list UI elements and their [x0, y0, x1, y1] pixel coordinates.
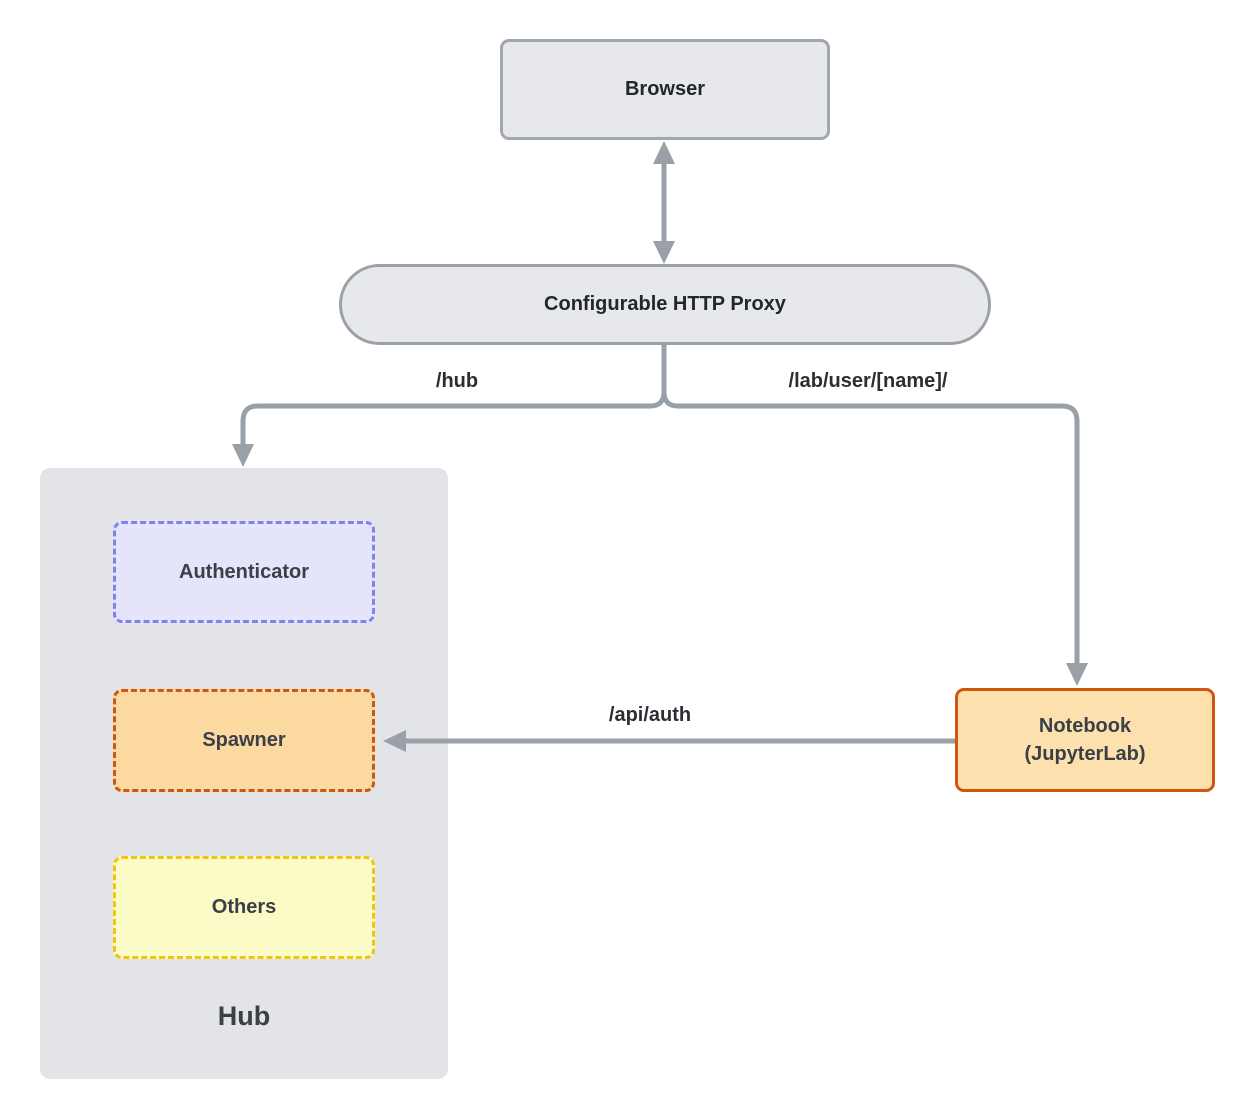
node-configurable-http-proxy: Configurable HTTP Proxy: [339, 264, 991, 345]
node-browser: Browser: [500, 39, 830, 140]
edge-label-hub-path: /hub: [435, 370, 479, 392]
hub-container-label: Hub: [217, 1001, 271, 1031]
edge-proxy-hub: [240, 345, 667, 446]
arrowhead-down-notebook: [1066, 663, 1088, 686]
node-authenticator: Authenticator: [113, 521, 375, 623]
spawner-label: Spawner: [202, 729, 286, 751]
authenticator-label: Authenticator: [179, 560, 309, 583]
notebook-label-line1: Notebook: [1038, 715, 1132, 737]
arrowhead-up-browser: [653, 141, 675, 164]
arrowhead-down-proxy: [653, 241, 675, 264]
arrowhead-down-hub: [232, 444, 254, 467]
node-notebook-jupyterlab: Notebook (JupyterLab): [955, 688, 1215, 792]
notebook-label-line2: (JupyterLab): [1024, 743, 1146, 765]
others-label: Others: [211, 896, 277, 918]
proxy-label: Configurable HTTP Proxy: [544, 293, 786, 315]
node-others: Others: [113, 856, 375, 959]
browser-label: Browser: [624, 78, 706, 100]
edge-label-lab-user-path: /lab/user/[name]/: [788, 370, 948, 392]
edge-label-api-auth: /api/auth: [608, 704, 692, 726]
node-spawner: Spawner: [113, 689, 375, 792]
edge-proxy-notebook: [661, 345, 1080, 665]
